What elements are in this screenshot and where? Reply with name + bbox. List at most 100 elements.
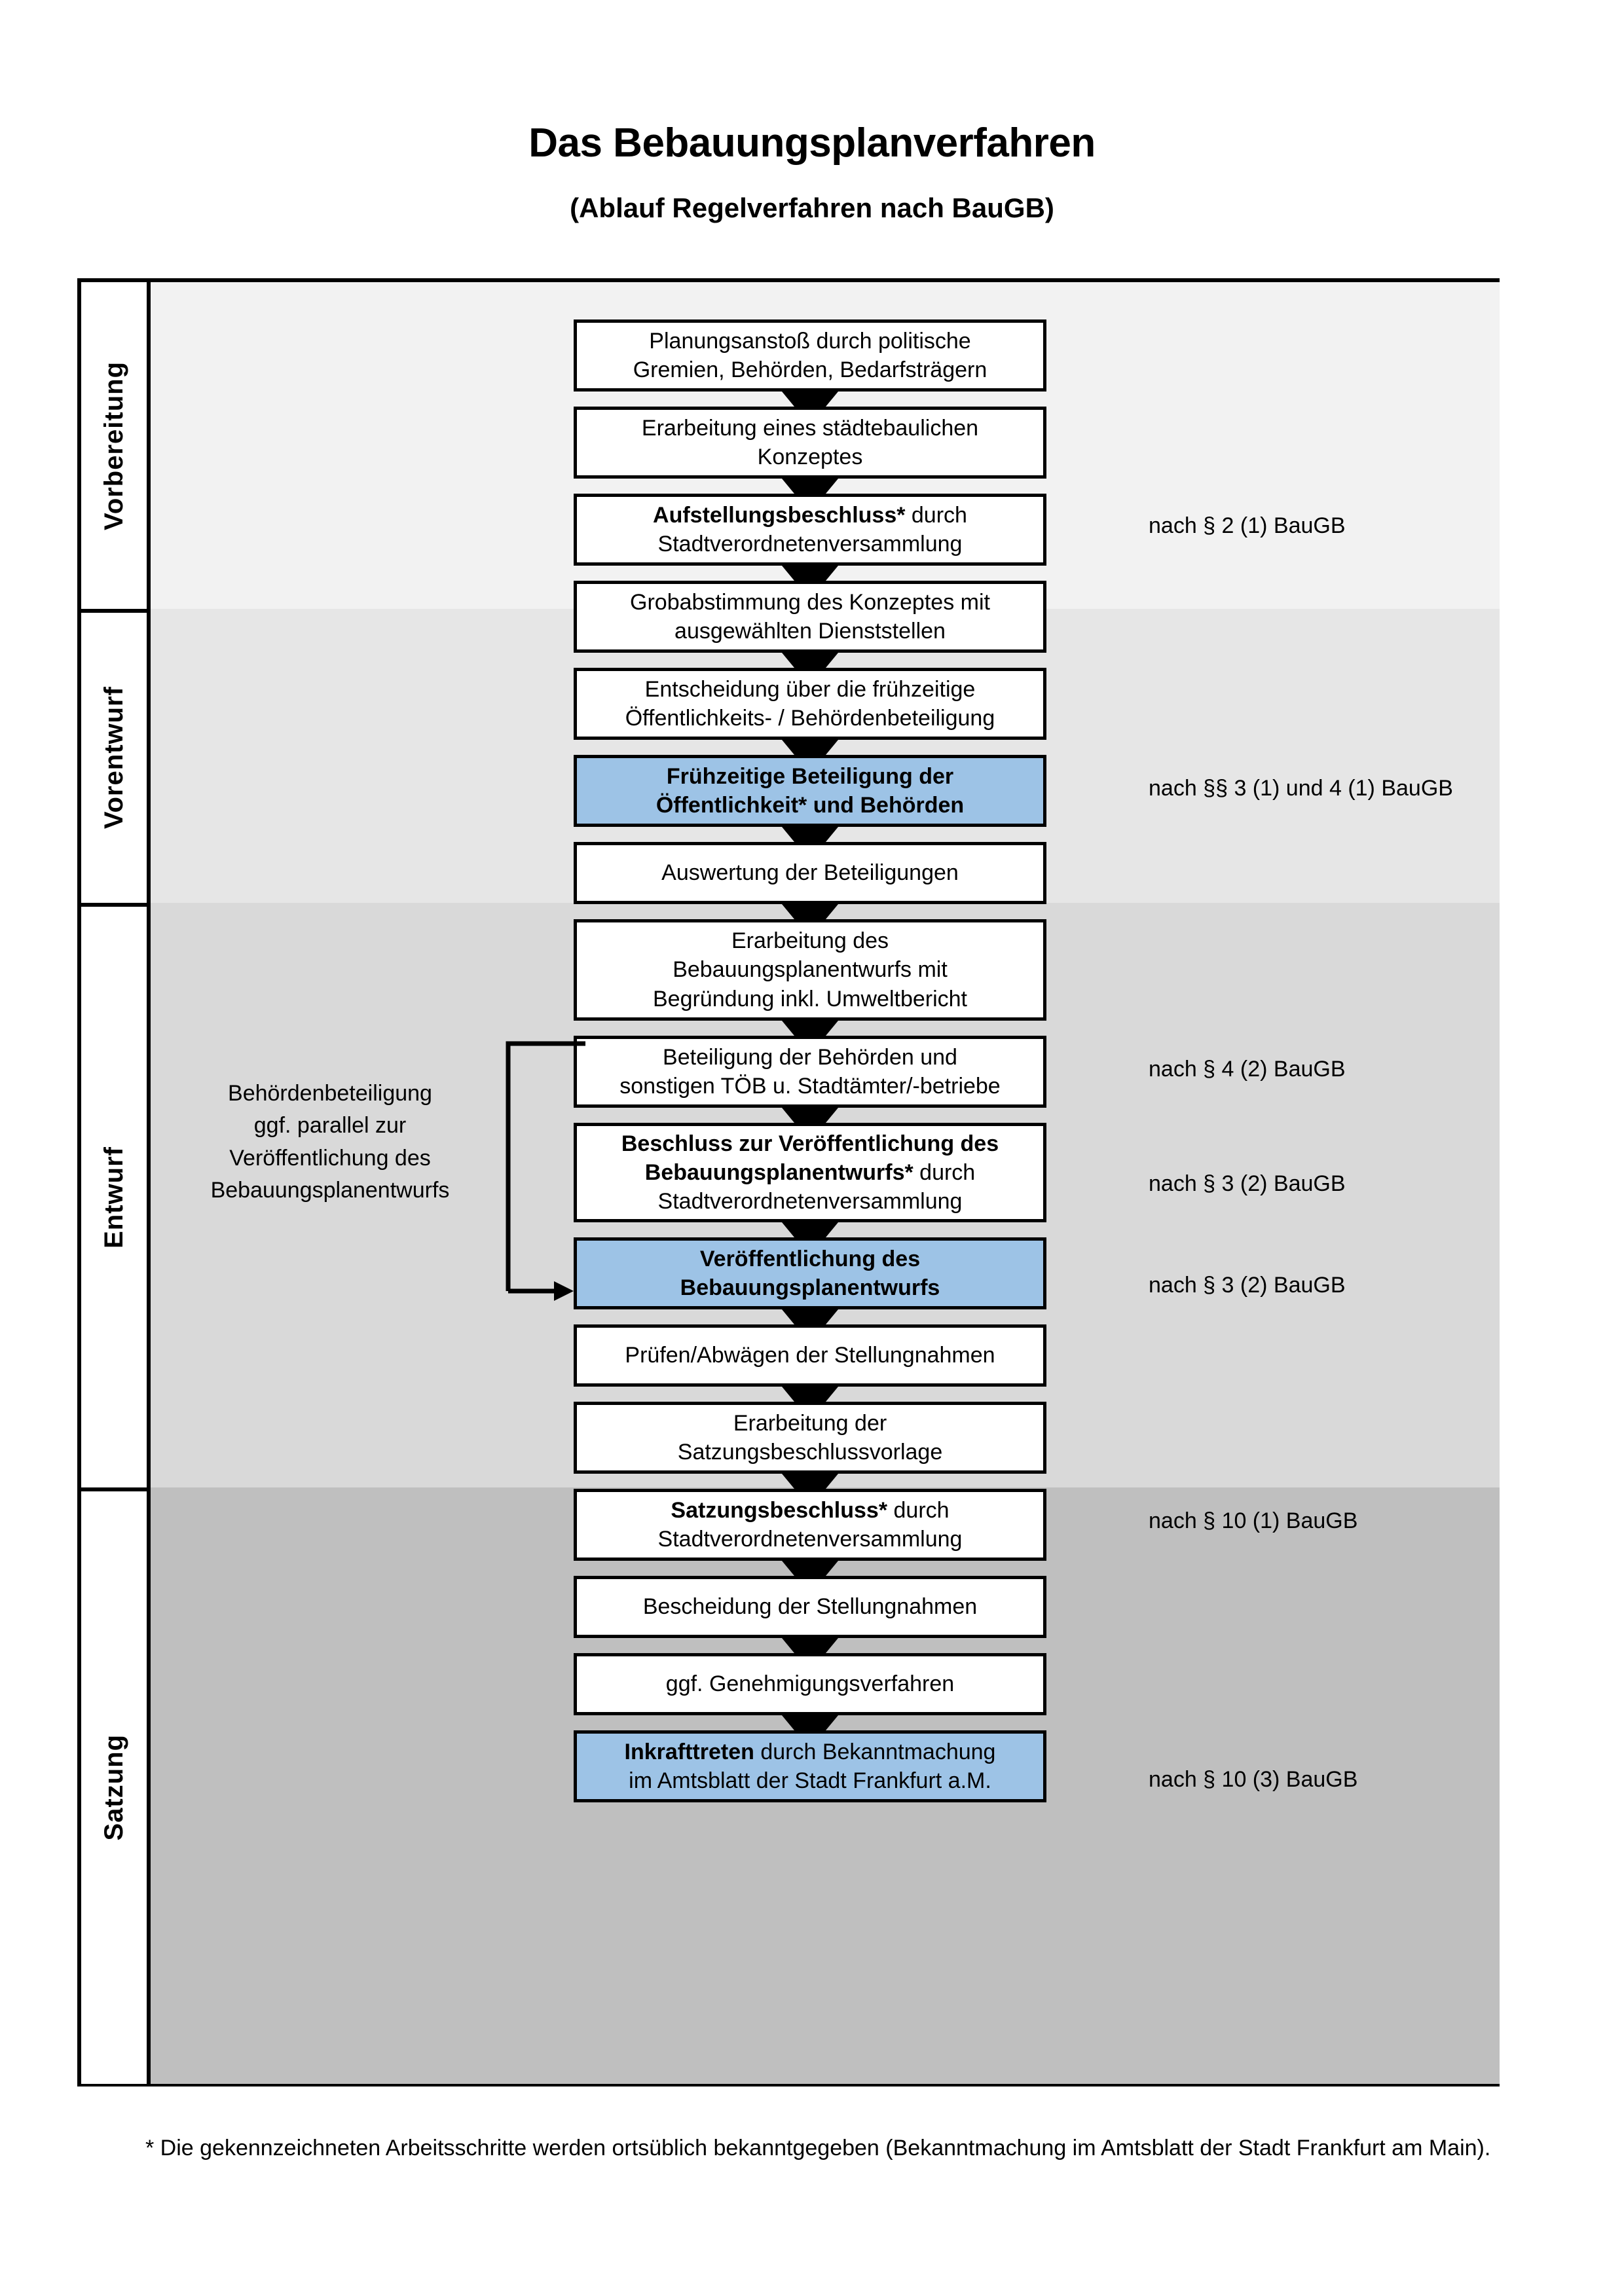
legal-note-par10-1: nach § 10 (1) BauGB	[1149, 1508, 1358, 1533]
line-2: Satzungsbeschlussvorlage	[677, 1440, 943, 1465]
phase-divider-1	[81, 609, 151, 613]
side-note-line-1: Behördenbeteiligung	[228, 1081, 432, 1106]
step-toeb-text: Beteiligung der Behörden und sonstigen T…	[583, 1043, 1037, 1101]
legal-note-par2-1: nach § 2 (1) BauGB	[1149, 513, 1346, 538]
step-bescheidung-text: Bescheidung der Stellungnahmen	[583, 1592, 1037, 1621]
step-grobabstimmung-text: Grobabstimmung des Konzeptes mit ausgewä…	[583, 588, 1037, 646]
line-1: Bescheidung der Stellungnahmen	[642, 1594, 978, 1620]
line-2: Stadtverordnetenversammlung	[657, 532, 963, 556]
line-1: Beschluss zur Veröffentlichung des	[621, 1131, 999, 1156]
line-1: Frühzeitige Beteiligung der	[666, 763, 954, 789]
page-header: Das Bebauungsplanverfahren (Ablauf Regel…	[0, 0, 1624, 223]
phase-divider-2	[81, 903, 151, 907]
line-2: Bebauungsplanentwurfs	[680, 1275, 940, 1300]
line-2: Konzeptes	[757, 445, 863, 469]
elbow-connector-toeb-to-veroeffentlichung	[506, 1041, 585, 1301]
flowchart-frame: Vorbereitung Vorentwurf Entwurf Satzung …	[77, 278, 1500, 2086]
step-grobabstimmung[interactable]: Grobabstimmung des Konzeptes mit ausgewä…	[574, 581, 1046, 653]
line-1: Erarbeitung eines städtebaulichen	[641, 415, 979, 441]
rest-lead: durch Bekanntmachung	[754, 1739, 996, 1764]
line-1: Grobabstimmung des Konzeptes mit	[630, 589, 990, 615]
line-2-rest: durch	[913, 1159, 976, 1185]
step-staedtebauliches-konzept[interactable]: Erarbeitung eines städtebaulichen Konzep…	[574, 407, 1046, 479]
step-satzungsvorlage-text: Erarbeitung der Satzungsbeschlussvorlage	[583, 1409, 1037, 1467]
step-erarbeitung-satzungsvorlage[interactable]: Erarbeitung der Satzungsbeschlussvorlage	[574, 1402, 1046, 1474]
line-2: sonstigen TÖB u. Stadtämter/-betriebe	[619, 1074, 1001, 1099]
line-2: Öffentlichkeits- / Behördenbeteiligung	[625, 706, 995, 731]
bold-lead: Satzungsbeschluss*	[671, 1497, 888, 1523]
rest-lead: durch	[887, 1497, 950, 1523]
phase-cell-vorbereitung: Vorbereitung	[81, 282, 147, 609]
line-2: ausgewählten Dienststellen	[674, 619, 946, 644]
step-erarbeitung-text: Erarbeitung des Bebauungsplanentwurfs mi…	[583, 926, 1037, 1013]
bold-lead: Aufstellungsbeschluss*	[653, 502, 906, 528]
legal-note-par10-3: nach § 10 (3) BauGB	[1149, 1767, 1358, 1792]
phase-cell-satzung: Satzung	[81, 1491, 147, 2084]
line-3: Begründung inkl. Umweltbericht	[652, 986, 968, 1011]
step-beteiligung-behoerden-toeb[interactable]: Beteiligung der Behörden und sonstigen T…	[574, 1036, 1046, 1108]
phase-label-entwurf: Entwurf	[99, 1146, 128, 1248]
bold-lead: Inkrafttreten	[624, 1739, 754, 1764]
side-note-line-2: ggf. parallel zur	[253, 1113, 407, 1139]
phase-label-vorbereitung: Vorbereitung	[99, 361, 128, 530]
step-erarbeitung-bplanentwurf[interactable]: Erarbeitung des Bebauungsplanentwurfs mi…	[574, 919, 1046, 1021]
phase-cell-entwurf: Entwurf	[81, 907, 147, 1487]
step-entscheidung-fruehzeitig[interactable]: Entscheidung über die frühzeitige Öffent…	[574, 668, 1046, 740]
line-1: Prüfen/Abwägen der Stellungnahmen	[625, 1343, 995, 1368]
legal-note-par3-1-and-4-1: nach §§ 3 (1) und 4 (1) BauGB	[1149, 776, 1453, 801]
step-konzept-text: Erarbeitung eines städtebaulichen Konzep…	[583, 414, 1037, 471]
legal-note-par3-2-b: nach § 3 (2) BauGB	[1149, 1273, 1346, 1298]
phase-label-column: Vorbereitung Vorentwurf Entwurf Satzung	[81, 282, 151, 2084]
side-note-line-4: Bebauungsplanentwurfs	[210, 1177, 450, 1203]
step-genehmigung-text: ggf. Genehmigungsverfahren	[583, 1669, 1037, 1698]
step-genehmigungsverfahren[interactable]: ggf. Genehmigungsverfahren	[574, 1653, 1046, 1715]
side-note-line-3: Veröffentlichung des	[229, 1145, 431, 1171]
phase-divider-3	[81, 1487, 151, 1491]
rest-lead: durch	[905, 502, 967, 528]
step-bescheidung-stellungnahmen[interactable]: Bescheidung der Stellungnahmen	[574, 1576, 1046, 1638]
step-inkrafttreten-text: Inkrafttreten durch Bekanntmachung im Am…	[583, 1738, 1037, 1795]
step-fruehzeitige-beteiligung[interactable]: Frühzeitige Beteiligung der Öffentlichke…	[574, 755, 1046, 827]
line-1: Auswertung der Beteiligungen	[661, 860, 959, 886]
step-auswertung-beteiligungen[interactable]: Auswertung der Beteiligungen	[574, 842, 1046, 904]
line-1: Planungsanstoß durch politische	[649, 328, 971, 354]
line-3: Stadtverordnetenversammlung	[657, 1189, 963, 1214]
line-1: Erarbeitung der	[733, 1410, 887, 1436]
step-aufstellungsbeschluss[interactable]: Aufstellungsbeschluss* durch Stadtverord…	[574, 494, 1046, 566]
line-2: Gremien, Behörden, Bedarfsträgern	[633, 357, 987, 382]
step-pruefen-text: Prüfen/Abwägen der Stellungnahmen	[583, 1341, 1037, 1370]
phase-label-satzung: Satzung	[99, 1734, 128, 1841]
legal-note-par4-2: nach § 4 (2) BauGB	[1149, 1057, 1346, 1082]
step-veroeffentlichung-text: Veröffentlichung des Bebauungsplanentwur…	[583, 1245, 1037, 1302]
step-veroeffentlichung-bplanentwurf[interactable]: Veröffentlichung des Bebauungsplanentwur…	[574, 1237, 1046, 1309]
line-1: ggf. Genehmigungsverfahren	[665, 1671, 955, 1697]
phase-label-vorentwurf: Vorentwurf	[99, 686, 128, 829]
step-pruefen-abwaegen[interactable]: Prüfen/Abwägen der Stellungnahmen	[574, 1324, 1046, 1387]
line-2: im Amtsblatt der Stadt Frankfurt a.M.	[629, 1768, 991, 1793]
line-2: Stadtverordnetenversammlung	[657, 1527, 963, 1552]
step-planungsanstoss-text: Planungsanstoß durch politische Gremien,…	[583, 327, 1037, 384]
step-entscheidung-text: Entscheidung über die frühzeitige Öffent…	[583, 675, 1037, 733]
line-2: Öffentlichkeit* und Behörden	[655, 793, 965, 818]
legal-note-par3-2-a: nach § 3 (2) BauGB	[1149, 1171, 1346, 1196]
footnote: * Die gekennzeichneten Arbeitsschritte w…	[145, 2136, 1491, 2160]
side-note-behoerdenbeteiligung: Behördenbeteiligung ggf. parallel zur Ve…	[189, 1078, 471, 1207]
step-inkrafttreten[interactable]: Inkrafttreten durch Bekanntmachung im Am…	[574, 1730, 1046, 1802]
phase-cell-vorentwurf: Vorentwurf	[81, 613, 147, 903]
line-2: Bebauungsplanentwurfs mit	[673, 957, 948, 983]
step-auswertung-text: Auswertung der Beteiligungen	[583, 858, 1037, 887]
line-2-bold: Bebauungsplanentwurfs*	[644, 1159, 913, 1185]
page-title: Das Bebauungsplanverfahren	[528, 120, 1096, 166]
line-1: Veröffentlichung des	[699, 1246, 921, 1271]
step-beschluss-veroeffentlichung[interactable]: Beschluss zur Veröffentlichung des Bebau…	[574, 1123, 1046, 1222]
step-fruehbeteiligung-text: Frühzeitige Beteiligung der Öffentlichke…	[583, 762, 1037, 820]
step-beschluss-text: Beschluss zur Veröffentlichung des Bebau…	[583, 1129, 1037, 1216]
line-1: Entscheidung über die frühzeitige	[644, 676, 976, 702]
page-subtitle: (Ablauf Regelverfahren nach BauGB)	[570, 192, 1054, 224]
step-aufstellungsbeschluss-text: Aufstellungsbeschluss* durch Stadtverord…	[583, 501, 1037, 558]
step-satzungsbeschluss-text: Satzungsbeschluss* durch Stadtverordnete…	[583, 1496, 1037, 1554]
step-planungsanstoss[interactable]: Planungsanstoß durch politische Gremien,…	[574, 319, 1046, 392]
line-1: Beteiligung der Behörden und	[663, 1044, 957, 1070]
step-satzungsbeschluss[interactable]: Satzungsbeschluss* durch Stadtverordnete…	[574, 1489, 1046, 1561]
line-1: Erarbeitung des	[731, 928, 889, 954]
